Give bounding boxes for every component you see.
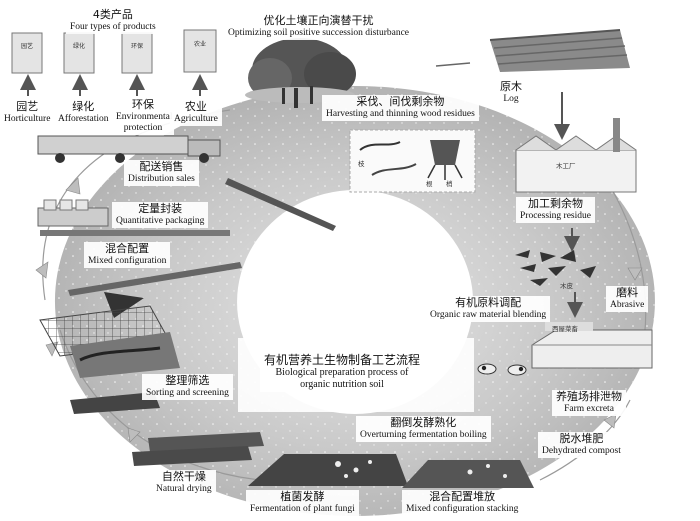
label-optimizing-soil: 优化土壤正向演替干扰 Optimizing soil positive succ…: [224, 14, 414, 41]
label-farm-excreta-cn: 养殖场排泄物: [556, 390, 622, 403]
fermentation-piles: [248, 454, 534, 488]
harvest-illustration: [349, 129, 476, 193]
orbit-triangles: [35, 177, 643, 443]
label-mixed-stacking-en: Mixed configuration stacking: [406, 503, 519, 514]
label-processing-residue-en: Processing residue: [520, 210, 591, 221]
products-header: 4类产品 Four types of products: [66, 8, 160, 35]
label-distribution-sales-en: Distribution sales: [128, 173, 195, 184]
product-agriculture: 农业 Agriculture: [170, 100, 222, 127]
label-farm-excreta: 养殖场排泄物 Farm excreta: [552, 390, 626, 417]
label-fermentation: 植菌发酵 Fermentation of plant fungi: [246, 490, 359, 517]
label-center-title-en1: Biological preparation process of: [275, 367, 409, 379]
label-overturning-en: Overturning fermentation boiling: [360, 429, 487, 440]
label-quantitative-packaging-cn: 定量封装: [138, 202, 183, 215]
label-log-en: Log: [503, 93, 519, 104]
label-distribution-sales-cn: 配送销售: [139, 160, 184, 173]
product-environmental-cn: 环保: [132, 98, 154, 111]
product-bags: [11, 29, 217, 74]
process-ring: [54, 86, 655, 516]
label-processing-residue: 加工剩余物 Processing residue: [516, 197, 595, 224]
harvest-tag-tip: 梢: [446, 180, 453, 188]
product-horticulture-cn: 园艺: [16, 100, 39, 113]
label-organic-blending-en: Organic raw material blending: [430, 309, 547, 320]
drying-beds: [70, 392, 264, 466]
product-afforestation: 绿化 Afforestation: [54, 100, 113, 127]
label-organic-blending: 有机原料调配 Organic raw material blending: [426, 296, 551, 323]
label-optimizing-soil-cn: 优化土壤正向演替干扰: [263, 14, 374, 27]
products-header-cn: 4类产品: [92, 8, 133, 21]
label-optimizing-soil-en: Optimizing soil positive succession dist…: [228, 27, 410, 38]
label-harvesting-en: Harvesting and thinning wood residues: [326, 108, 475, 119]
label-mixed-configuration-cn: 混合配置: [105, 242, 150, 255]
label-mixed-stacking-cn: 混合配置堆放: [429, 490, 496, 503]
bag-text-1: 园艺: [20, 43, 33, 50]
product-agriculture-cn: 农业: [184, 100, 207, 113]
label-mixed-configuration: 混合配置 Mixed configuration: [84, 242, 171, 269]
label-dehydrated-compost: 脱水堆肥 Dehydrated compost: [538, 432, 625, 459]
label-organic-blending-cn: 有机原料调配: [455, 296, 522, 309]
label-harvesting: 采伐、间伐剩余物 Harvesting and thinning wood re…: [322, 95, 479, 122]
product-environmental-protection: 环保 Environmental protection: [112, 98, 174, 136]
screening-grid: [39, 305, 180, 378]
label-center-title-en2: organic nutrition soil: [300, 378, 384, 390]
bark-tag: 木皮: [560, 282, 573, 290]
bag-text-4: 农业: [193, 41, 206, 48]
label-natural-drying-en: Natural drying: [156, 483, 212, 494]
product-afforestation-en: Afforestation: [58, 113, 109, 124]
label-processing-residue-cn: 加工剩余物: [527, 197, 583, 210]
label-overturning-cn: 翻倒发酵熟化: [390, 416, 457, 429]
label-harvesting-cn: 采伐、间伐剩余物: [356, 95, 445, 108]
label-sorting: 整理筛选 Sorting and screening: [142, 374, 233, 401]
label-fermentation-cn: 植菌发酵: [280, 490, 325, 503]
product-horticulture-en: Horticulture: [4, 113, 51, 124]
label-farm-excreta-en: Farm excreta: [564, 403, 614, 414]
product-horticulture: 园艺 Horticulture: [0, 100, 55, 127]
products-header-en: Four types of products: [70, 21, 156, 32]
bag-up-arrows: [20, 74, 208, 96]
label-log: 原木 Log: [496, 80, 526, 107]
harvest-tag-branch: 枝: [358, 160, 365, 168]
label-mixed-configuration-en: Mixed configuration: [88, 255, 167, 266]
packaging-line: [37, 199, 230, 236]
delivery-truck: [37, 135, 221, 163]
factory: [515, 118, 637, 193]
product-environmental-en: Environmental protection: [116, 111, 173, 134]
label-abrasive: 磨料 Abrasive: [606, 286, 649, 313]
label-natural-drying-cn: 自然干燥: [161, 470, 206, 483]
bag-text-2: 绿化: [72, 43, 85, 50]
barn: [531, 322, 653, 369]
label-quantitative-packaging: 定量封装 Quantitative packaging: [112, 202, 209, 229]
harvest-tag-root: 根: [426, 180, 433, 188]
label-overturning: 翻倒发酵熟化 Overturning fermentation boiling: [356, 416, 491, 443]
label-abrasive-en: Abrasive: [610, 299, 645, 310]
bag-text-3: 环保: [130, 43, 143, 50]
label-fermentation-en: Fermentation of plant fungi: [250, 503, 355, 514]
label-natural-drying: 自然干燥 Natural drying: [152, 470, 216, 497]
barn-sign: 西屋菜畜: [552, 325, 578, 333]
product-afforestation-cn: 绿化: [72, 100, 95, 113]
label-quantitative-packaging-en: Quantitative packaging: [116, 215, 205, 226]
log-pile: [435, 29, 630, 72]
product-agriculture-en: Agriculture: [174, 113, 218, 124]
cows: [477, 363, 527, 376]
label-center-title: 有机营养土生物制备工艺流程 Biological preparation pro…: [260, 352, 425, 392]
label-mixed-stacking: 混合配置堆放 Mixed configuration stacking: [402, 490, 523, 517]
label-dehydrated-compost-cn: 脱水堆肥: [559, 432, 604, 445]
factory-sign: 木工厂: [556, 162, 576, 170]
label-log-cn: 原木: [500, 80, 522, 93]
label-dehydrated-compost-en: Dehydrated compost: [542, 445, 621, 456]
label-abrasive-cn: 磨料: [616, 286, 639, 299]
label-distribution-sales: 配送销售 Distribution sales: [124, 160, 199, 187]
wood-chips: [515, 250, 596, 286]
label-center-title-cn: 有机营养土生物制备工艺流程: [264, 353, 421, 367]
label-sorting-en: Sorting and screening: [146, 387, 229, 398]
label-sorting-cn: 整理筛选: [165, 374, 210, 387]
